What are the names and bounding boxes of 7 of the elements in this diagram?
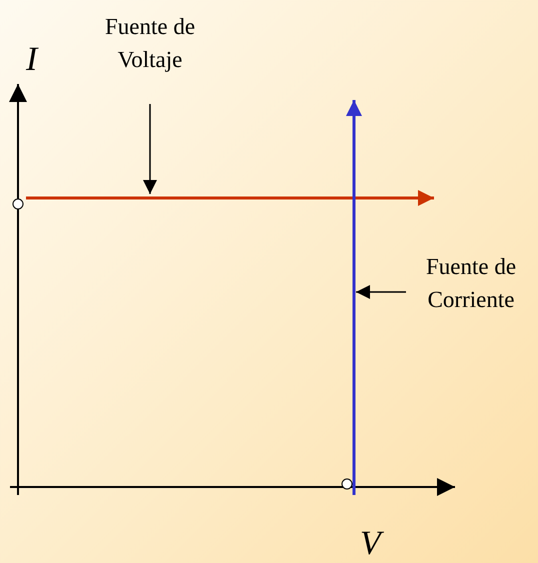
current-source-line [340,100,364,496]
leader-arrow [356,285,406,299]
voltage-source-line [12,188,434,210]
current-axis-label: I [26,42,38,78]
source-label: Fuente de Voltaje [85,10,215,76]
source-label: Fuente de Corriente [406,250,536,316]
leader-arrow [143,104,157,194]
